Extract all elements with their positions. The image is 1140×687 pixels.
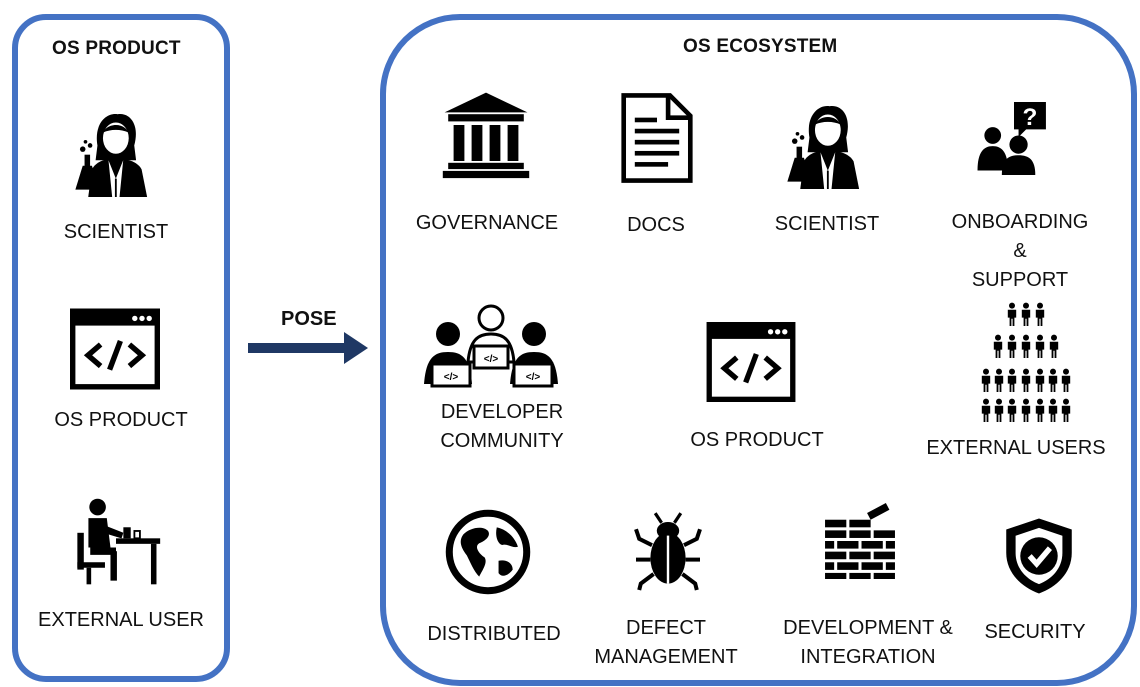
globe-icon: [444, 508, 532, 596]
shield-check-icon: [1000, 512, 1078, 600]
label-development-integration: DEVELOPMENT & INTEGRATION: [783, 617, 953, 668]
label-developer-community: DEVELOPER COMMUNITY: [440, 401, 564, 452]
code-window-icon: [706, 322, 796, 402]
arrow-label: POSE: [281, 308, 337, 330]
label-governance: GOVERNANCE: [415, 212, 559, 234]
scientist-icon: [780, 96, 872, 190]
label-defect-management: DEFECT MANAGEMENT: [594, 617, 738, 668]
label-onboarding-support: ONBOARDING & SUPPORT: [951, 211, 1089, 291]
label-distributed: DISTRIBUTED: [427, 623, 561, 645]
external-users-icon: [980, 302, 1072, 424]
right-panel-title: OS ECOSYSTEM: [683, 36, 838, 57]
left-panel-title: OS PRODUCT: [52, 38, 181, 59]
arrow-right-icon: [248, 330, 370, 366]
onboarding-support-icon: [976, 94, 1052, 180]
label-external-users: EXTERNAL USERS: [926, 437, 1106, 459]
label-scientist: SCIENTIST: [774, 213, 880, 235]
external-user-icon: [70, 496, 162, 588]
left-label-scientist: SCIENTIST: [63, 221, 169, 243]
label-security: SECURITY: [984, 621, 1086, 643]
governance-icon: [441, 86, 531, 182]
brick-wall-icon: [822, 498, 898, 584]
left-label-external-user: EXTERNAL USER: [38, 609, 204, 631]
label-docs: DOCS: [627, 214, 685, 236]
docs-icon: [620, 90, 694, 186]
label-os-product: OS PRODUCT: [690, 429, 824, 451]
code-window-icon: [70, 308, 160, 390]
developer-community-icon: [416, 300, 566, 390]
bug-icon: [628, 500, 708, 600]
left-label-os-product: OS PRODUCT: [54, 409, 188, 431]
scientist-icon: [68, 104, 160, 198]
